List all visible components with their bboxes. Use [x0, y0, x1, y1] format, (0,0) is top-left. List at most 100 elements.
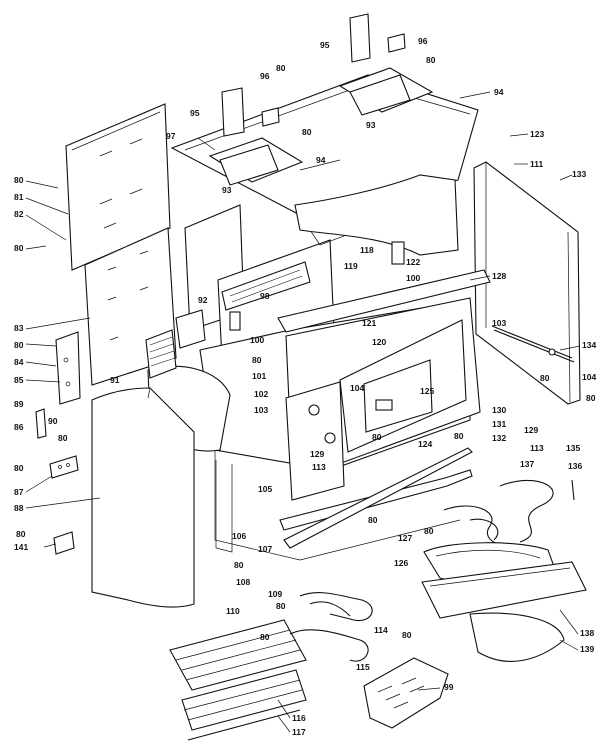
part-label: 129 [310, 449, 324, 459]
part-label: 128 [492, 271, 506, 281]
part-label: 100 [406, 273, 420, 283]
bracket-85 [55, 331, 81, 405]
front-panel-88 [91, 387, 195, 608]
part-label: 80 [14, 340, 24, 350]
part-label: 123 [530, 129, 544, 139]
element-115 [289, 629, 369, 662]
part-label: 129 [524, 425, 538, 435]
clip-141 [53, 531, 75, 555]
part-label: 108 [236, 577, 250, 587]
part-label: 84 [14, 357, 24, 367]
part-label: 104 [350, 383, 364, 393]
rail-134 [491, 325, 575, 363]
part-label: 127 [398, 533, 412, 543]
part-label: 87 [14, 487, 24, 497]
part-label: 141 [14, 542, 28, 552]
part-label: 115 [356, 662, 370, 672]
part-label: 126 [394, 558, 408, 568]
burner-tube-98 [221, 261, 311, 331]
side-panel-81 [65, 103, 171, 271]
part-label: 80 [58, 433, 68, 443]
part-label: 138 [580, 628, 594, 638]
part-label: 116 [292, 713, 306, 723]
part-label: 97 [166, 131, 176, 141]
part-label: 95 [190, 108, 200, 118]
part-label: 95 [320, 40, 330, 50]
part-label: 80 [586, 393, 596, 403]
part-label: 90 [48, 416, 58, 426]
part-label: 124 [418, 439, 432, 449]
part-label: 98 [260, 291, 270, 301]
element-114 [299, 592, 373, 622]
part-label: 80 [402, 630, 412, 640]
part-label: 91 [110, 375, 120, 385]
part-label: 114 [374, 625, 388, 635]
part-label: 81 [14, 192, 24, 202]
part-label: 113 [530, 443, 544, 453]
part-label: 100 [250, 335, 264, 345]
part-label: 96 [418, 36, 428, 46]
part-label: 111 [530, 159, 544, 169]
part-label: 80 [14, 463, 24, 473]
part-label: 139 [580, 644, 594, 654]
door-panel-102 [285, 381, 345, 501]
part-label: 104 [582, 372, 596, 382]
burner-assembly-94-rear [338, 67, 434, 116]
rail-105-107 [215, 447, 473, 553]
part-label: 137 [520, 459, 534, 469]
part-label: 85 [14, 375, 24, 385]
part-label: 80 [14, 175, 24, 185]
part-label: 93 [366, 120, 376, 130]
part-label: 125 [420, 386, 434, 396]
part-label: 80 [276, 601, 286, 611]
part-label: 102 [254, 389, 268, 399]
part-label: 106 [232, 531, 246, 541]
part-label: 94 [316, 155, 326, 165]
part-label: 109 [268, 589, 282, 599]
part-label: 103 [254, 405, 268, 415]
part-label: 99 [444, 682, 454, 692]
part-label: 120 [372, 337, 386, 347]
part-label: 130 [492, 405, 506, 415]
part-label: 107 [258, 544, 272, 554]
part-label: 134 [582, 340, 596, 350]
part-label: 113 [312, 462, 326, 472]
broiler-tray-138 [421, 561, 587, 619]
part-label: 110 [226, 606, 240, 616]
burner-assembly-94-front [208, 137, 304, 186]
part-label: 80 [14, 243, 24, 253]
part-label: 80 [426, 55, 436, 65]
part-label: 118 [360, 245, 374, 255]
part-label: 80 [368, 515, 378, 525]
bracket-90 [35, 408, 47, 439]
part-label: 132 [492, 433, 506, 443]
burner-cap-122 [391, 241, 405, 265]
part-label: 80 [252, 355, 262, 365]
part-label: 92 [198, 295, 208, 305]
part-label: 80 [372, 432, 382, 442]
part-label: 80 [302, 127, 312, 137]
part-label: 103 [492, 318, 506, 328]
drip-pan-99 [363, 657, 449, 729]
part-label: 80 [260, 632, 270, 642]
part-label: 94 [494, 87, 504, 97]
part-label: 136 [568, 461, 582, 471]
part-label: 101 [252, 371, 266, 381]
insulation-block-92 [145, 309, 206, 379]
part-label: 119 [344, 261, 358, 271]
part-label: 135 [566, 443, 580, 453]
side-panel-133 [473, 161, 581, 405]
part-label: 122 [406, 257, 420, 267]
part-label: 83 [14, 323, 24, 333]
part-label: 80 [454, 431, 464, 441]
bracket-95-rear [349, 13, 406, 63]
part-label: 80 [424, 526, 434, 536]
part-label: 121 [362, 318, 376, 328]
broiler-pan-139 [469, 612, 565, 662]
bake-element-137 [443, 479, 575, 549]
part-label: 93 [222, 185, 232, 195]
part-label: 80 [540, 373, 550, 383]
bracket-95-front [221, 87, 280, 137]
part-label: 80 [234, 560, 244, 570]
